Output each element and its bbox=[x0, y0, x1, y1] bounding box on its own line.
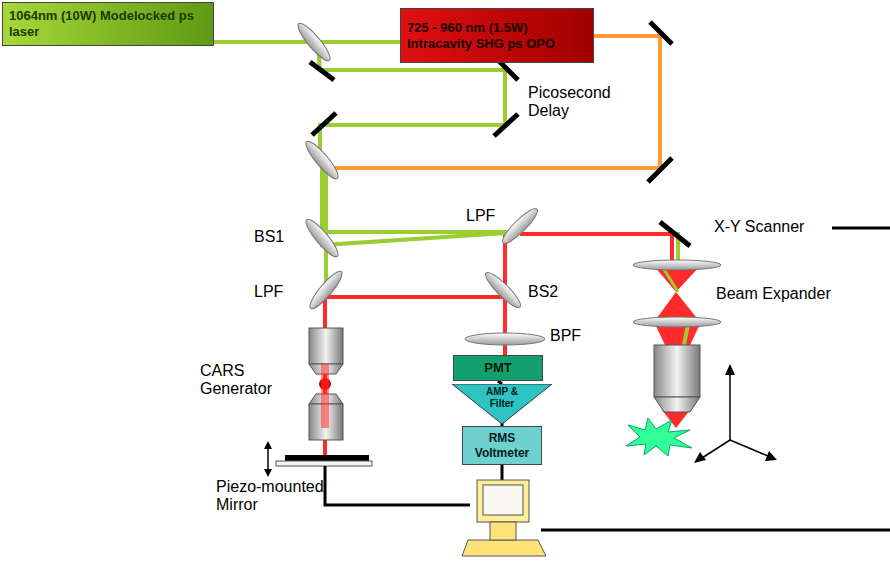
node-text: PMT bbox=[460, 360, 536, 376]
part-label: BS2 bbox=[528, 283, 558, 301]
part-label: Beam Expander bbox=[716, 285, 831, 303]
opo-box: 725 - 960 nm (1.5W) Intracavity SHG ps O… bbox=[400, 8, 594, 63]
laser-box: 1064nm (10W) Modelocked ps laser bbox=[2, 2, 214, 46]
part-label: CARS Generator bbox=[200, 362, 300, 399]
part-label: Piezo-mounted Mirror bbox=[216, 478, 346, 515]
part-label: LPF bbox=[466, 207, 495, 225]
amplifier-triangle: AMP & Filter bbox=[452, 384, 552, 424]
part-label: BPF bbox=[550, 327, 581, 345]
node-text: 1064nm (10W) Modelocked ps laser bbox=[9, 8, 207, 39]
detector-box: PMT bbox=[453, 355, 543, 381]
part-label: BS1 bbox=[254, 228, 284, 246]
node-text: AMP & Filter bbox=[474, 386, 530, 410]
part-label: Picosecond Delay bbox=[528, 84, 628, 121]
part-label: LPF bbox=[254, 283, 283, 301]
node-text: RMS Voltmeter bbox=[469, 431, 535, 460]
voltmeter-box: RMS Voltmeter bbox=[462, 426, 542, 465]
part-label: X-Y Scanner bbox=[714, 218, 804, 236]
node-text: 725 - 960 nm (1.5W) Intracavity SHG ps O… bbox=[407, 20, 587, 51]
